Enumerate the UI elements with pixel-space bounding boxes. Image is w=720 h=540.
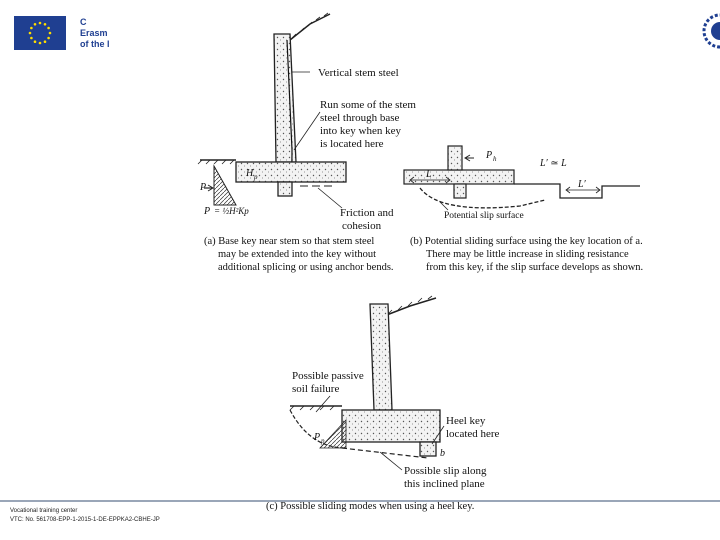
logo-line-2: Erasm <box>80 28 108 38</box>
label-pp-rest: = ½H²Kp <box>214 206 249 216</box>
caption-c: (c) Possible sliding modes when using a … <box>266 501 474 512</box>
label-pp-c: P <box>313 432 320 443</box>
label-run-4: is located here <box>320 138 384 150</box>
label-lprime-eq: L′ ≃ L <box>539 158 567 169</box>
caption-a-3: additional splicing or using anchor bend… <box>218 262 394 273</box>
label-cohesion: cohesion <box>342 220 382 232</box>
label-heel-2: located here <box>446 428 500 440</box>
slip-surface-b <box>419 187 546 209</box>
base-c <box>341 409 441 443</box>
backfill-line <box>289 13 331 41</box>
header-fade <box>160 0 680 64</box>
figure-b: P h L L′ ≃ L L′ Potential slip surface (… <box>403 145 643 273</box>
label-passive-2: soil failure <box>292 383 339 395</box>
base-b <box>403 169 515 185</box>
label-p: P <box>199 182 206 193</box>
label-passive-1: Possible passive <box>292 370 364 382</box>
stem-b <box>447 145 463 171</box>
inclined-slip-plane <box>341 447 429 459</box>
label-vertical-stem-steel: Vertical stem steel <box>318 67 399 79</box>
heel-key <box>419 441 437 457</box>
caption-b-3: from this key, if the slip surface devel… <box>426 262 643 273</box>
caption-b-1: (b) Potential sliding surface using the … <box>410 236 643 247</box>
caption-a-2: may be extended into the key without <box>218 249 376 260</box>
logo-line-3: of the l <box>80 39 110 49</box>
erasmus-logo: C Erasm of the l <box>14 16 184 56</box>
label-run-1: Run some of the stem <box>320 99 416 111</box>
eu-flag-icon <box>14 16 66 50</box>
label-lprime: L′ <box>577 179 587 190</box>
label-hp: H <box>245 168 254 179</box>
base-key <box>277 181 293 197</box>
label-slip-2: this inclined plane <box>404 478 485 490</box>
footer-line-2: VTC: No. 561708-EPP-1-2015-1-DE-EPPKA2-C… <box>10 517 160 523</box>
caption-b-2: There may be little increase in sliding … <box>426 249 629 260</box>
passive-failure-curve <box>289 409 347 449</box>
logo-text: C Erasm of the l <box>80 17 110 50</box>
footer: Vocational training center VTC: No. 5617… <box>10 507 160 525</box>
label-run-2: steel through base <box>320 112 400 124</box>
label-L: L <box>425 169 432 180</box>
figure-a: Vertical stem steel Run some of the stem… <box>197 12 416 273</box>
label-heel-1: Heel key <box>446 415 486 427</box>
stem-c <box>369 303 393 411</box>
label-ph-sub: h <box>493 155 497 163</box>
figure-c: Possible passive soil failure P p Heel k… <box>266 295 500 512</box>
key-b <box>453 183 467 199</box>
logo-line-1: C <box>80 17 87 27</box>
footer-line-1: Vocational training center <box>10 508 78 514</box>
label-pp-formula: P <box>203 206 210 217</box>
label-run-3: into key when key <box>320 125 401 137</box>
stem-wall <box>273 33 297 163</box>
university-emblem-icon <box>696 8 720 54</box>
label-hp-sub: p <box>253 173 258 181</box>
caption-a-1: (a) Base key near stem so that stem stee… <box>204 236 374 247</box>
label-potential-slip: Potential slip surface <box>444 210 524 221</box>
label-friction: Friction and <box>340 207 394 219</box>
label-ph: P <box>485 150 492 161</box>
label-b: b <box>440 448 445 459</box>
footer-divider <box>0 500 720 502</box>
label-pp-c-sub: p <box>320 437 325 445</box>
label-slip-1: Possible slip along <box>404 465 487 477</box>
